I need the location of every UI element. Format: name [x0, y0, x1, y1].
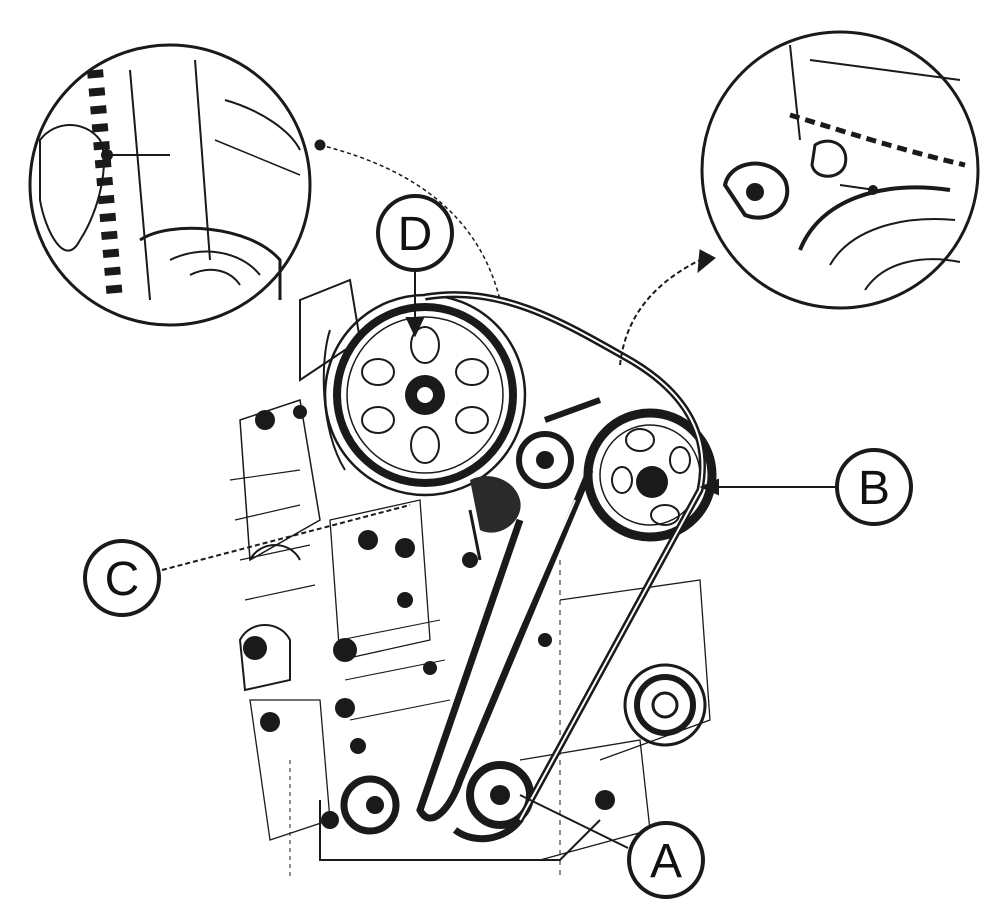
idler-pulley-right — [623, 663, 707, 747]
callout-a-label: A — [650, 835, 682, 888]
timing-belt — [416, 291, 706, 843]
engine-bolts — [243, 405, 615, 829]
engine-block — [229, 278, 711, 880]
callout-b: B — [835, 448, 913, 526]
callout-b-label: B — [858, 462, 890, 515]
callout-d: D — [376, 194, 454, 272]
callout-c: C — [83, 539, 161, 617]
detail-circle-right — [700, 30, 980, 310]
callout-d-label: D — [398, 208, 433, 261]
camshaft-pulley-d — [322, 293, 527, 497]
idler-pulley-lower-left — [340, 775, 400, 835]
detail-connectors — [314, 139, 716, 366]
tensioner-c — [468, 431, 574, 561]
callout-leaders — [161, 272, 836, 849]
detail-circle-left — [28, 43, 312, 327]
callout-c-label: C — [105, 553, 140, 606]
arrowhead — [697, 249, 716, 274]
arrowhead — [699, 478, 719, 496]
callout-a: A — [627, 821, 705, 899]
arrowhead — [405, 317, 425, 338]
